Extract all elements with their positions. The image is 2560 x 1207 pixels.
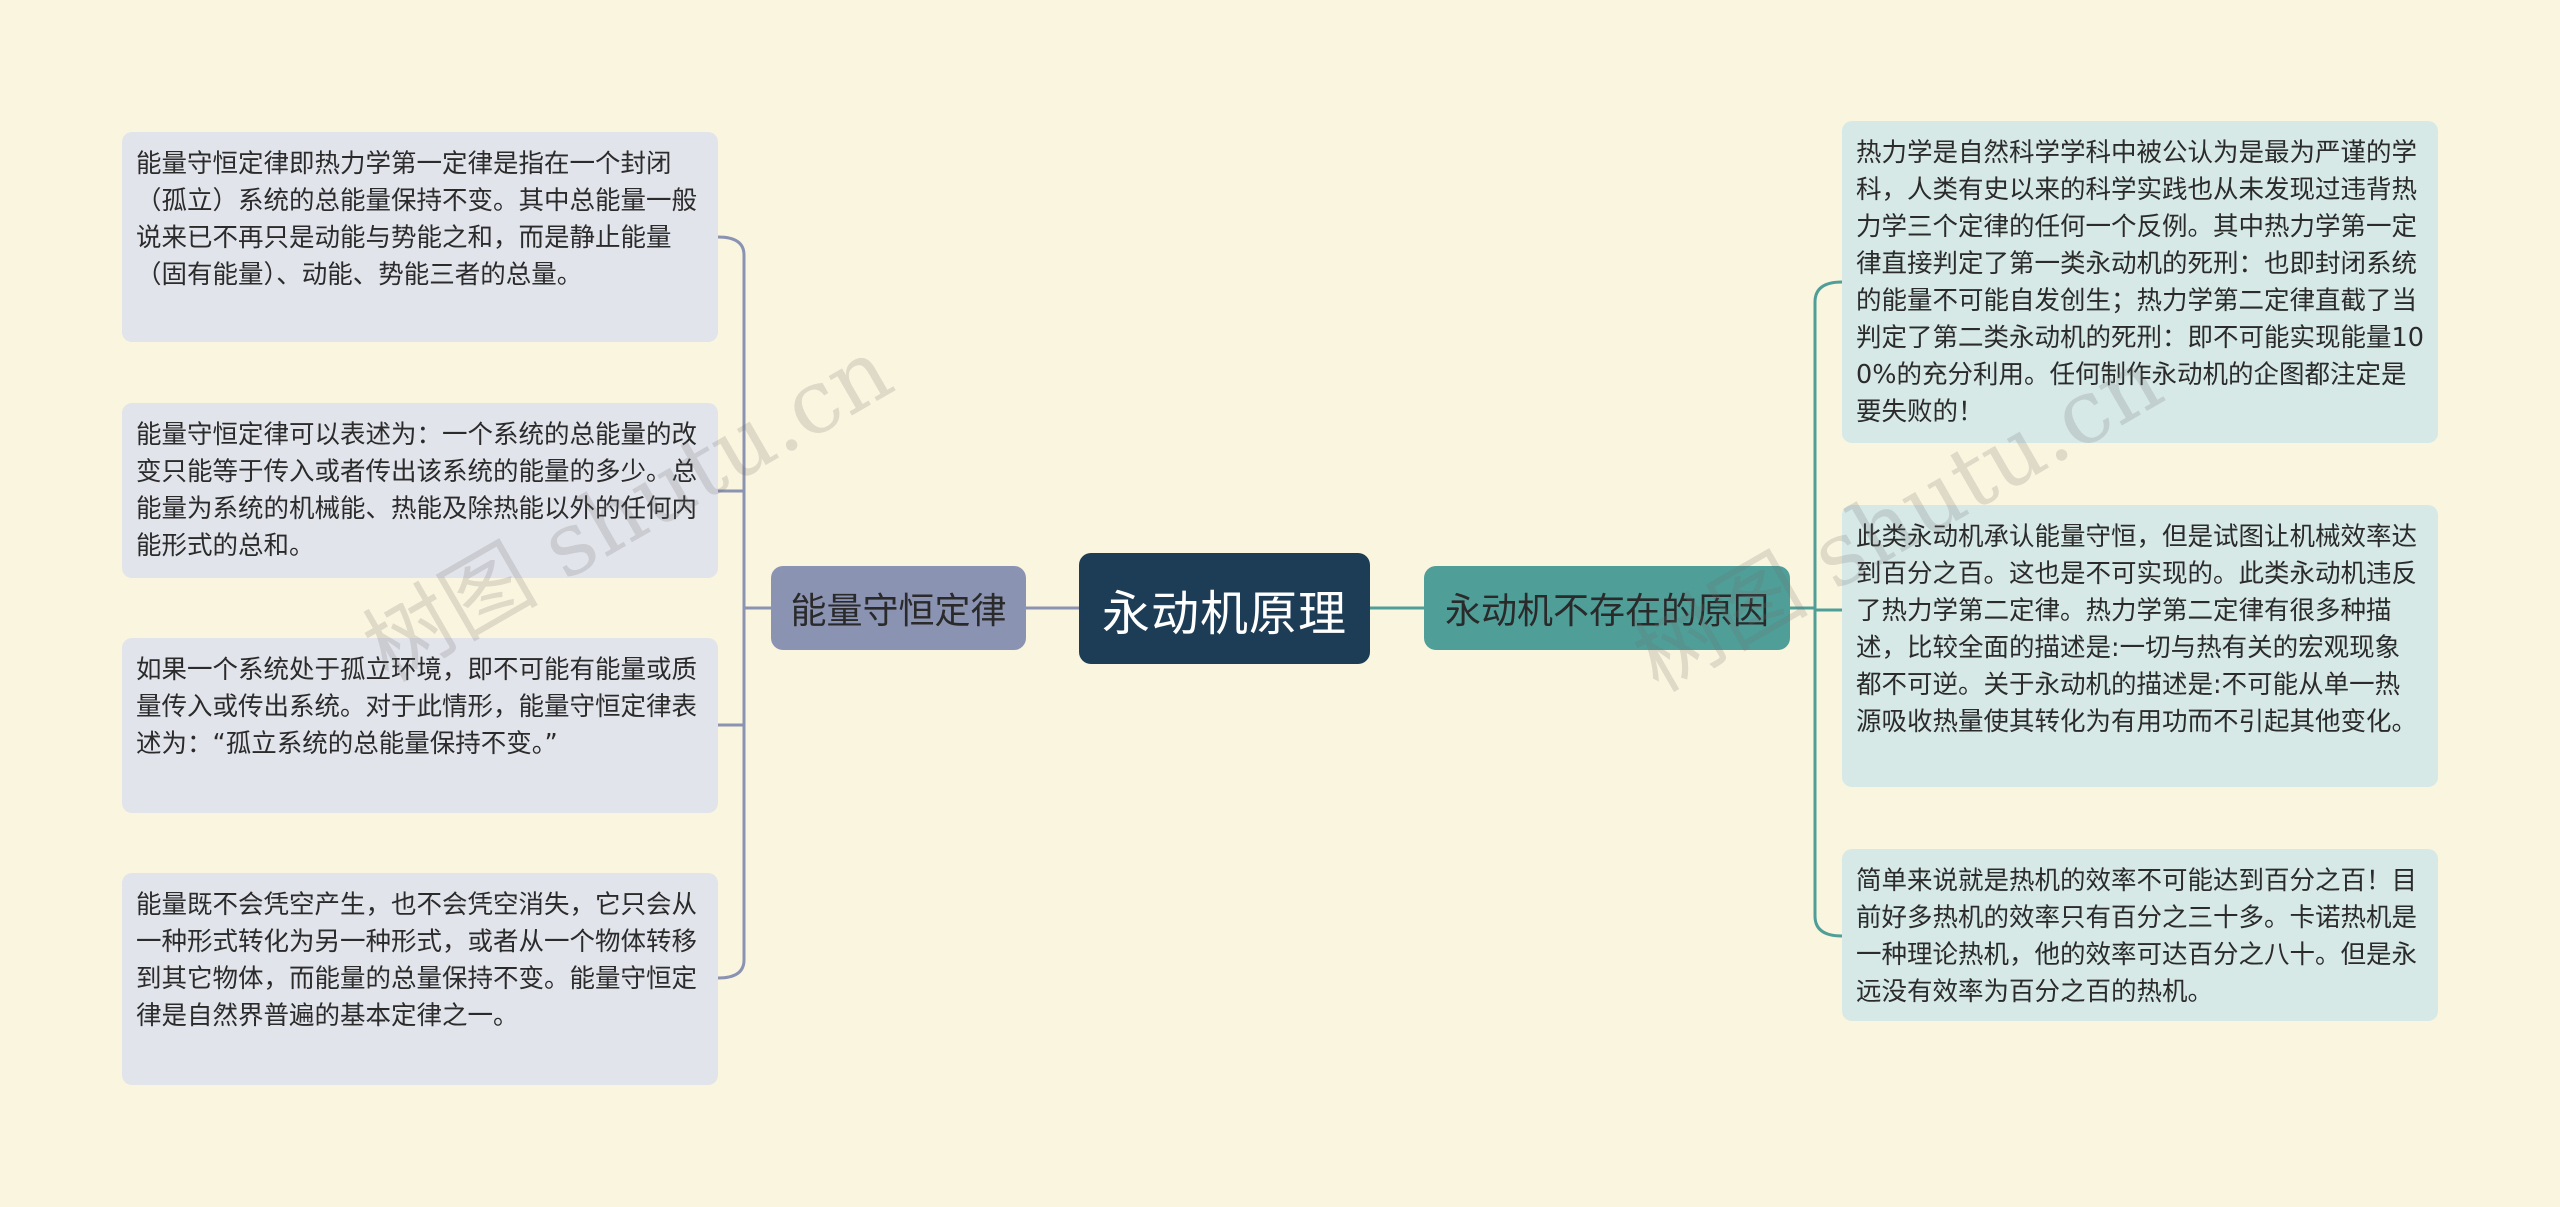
left-branch-connector: [717, 235, 771, 980]
leaf-node[interactable]: 能量守恒定律可以表述为：一个系统的总能量的改变只能等于传入或者传出该系统的能量的…: [122, 403, 718, 578]
leaf-node[interactable]: 热力学是自然科学学科中被公认为是最为严谨的学科，人类有史以来的科学实践也从未发现…: [1842, 121, 2438, 443]
leaf-node[interactable]: 如果一个系统处于孤立环境，即不可能有能量或质量传入或传出系统。对于此情形，能量守…: [122, 638, 718, 813]
leaf-text: 能量守恒定律即热力学第一定律是指在一个封闭（孤立）系统的总能量保持不变。其中总能…: [136, 149, 698, 290]
root-label: 永动机原理: [1101, 585, 1347, 642]
leaf-text: 此类永动机承认能量守恒，但是试图让机械效率达到百分之百。这也是不可实现的。此类永…: [1856, 522, 2418, 737]
leaf-node[interactable]: 能量守恒定律即热力学第一定律是指在一个封闭（孤立）系统的总能量保持不变。其中总能…: [122, 132, 718, 342]
branch-label: 能量守恒定律: [790, 591, 1007, 632]
leaf-text: 如果一个系统处于孤立环境，即不可能有能量或质量传入或传出系统。对于此情形，能量守…: [136, 655, 698, 759]
branch-energy-conservation[interactable]: 能量守恒定律: [771, 566, 1026, 650]
leaf-node[interactable]: 此类永动机承认能量守恒，但是试图让机械效率达到百分之百。这也是不可实现的。此类永…: [1842, 505, 2438, 787]
leaf-text: 能量守恒定律可以表述为：一个系统的总能量的改变只能等于传入或者传出该系统的能量的…: [136, 420, 698, 561]
right-branch-connector: [1790, 280, 1843, 938]
branch-reasons-no-perpetual-motion[interactable]: 永动机不存在的原因: [1424, 566, 1790, 650]
leaf-text: 能量既不会凭空产生，也不会凭空消失，它只会从一种形式转化为另一种形式，或者从一个…: [136, 890, 698, 1031]
root-node[interactable]: 永动机原理: [1079, 553, 1370, 664]
leaf-text: 热力学是自然科学学科中被公认为是最为严谨的学科，人类有史以来的科学实践也从未发现…: [1856, 138, 2424, 427]
leaf-text: 简单来说就是热机的效率不可能达到百分之百！目前好多热机的效率只有百分之三十多。卡…: [1856, 866, 2418, 1007]
leaf-node[interactable]: 能量既不会凭空产生，也不会凭空消失，它只会从一种形式转化为另一种形式，或者从一个…: [122, 873, 718, 1085]
branch-label: 永动机不存在的原因: [1444, 591, 1769, 632]
leaf-node[interactable]: 简单来说就是热机的效率不可能达到百分之百！目前好多热机的效率只有百分之三十多。卡…: [1842, 849, 2438, 1021]
